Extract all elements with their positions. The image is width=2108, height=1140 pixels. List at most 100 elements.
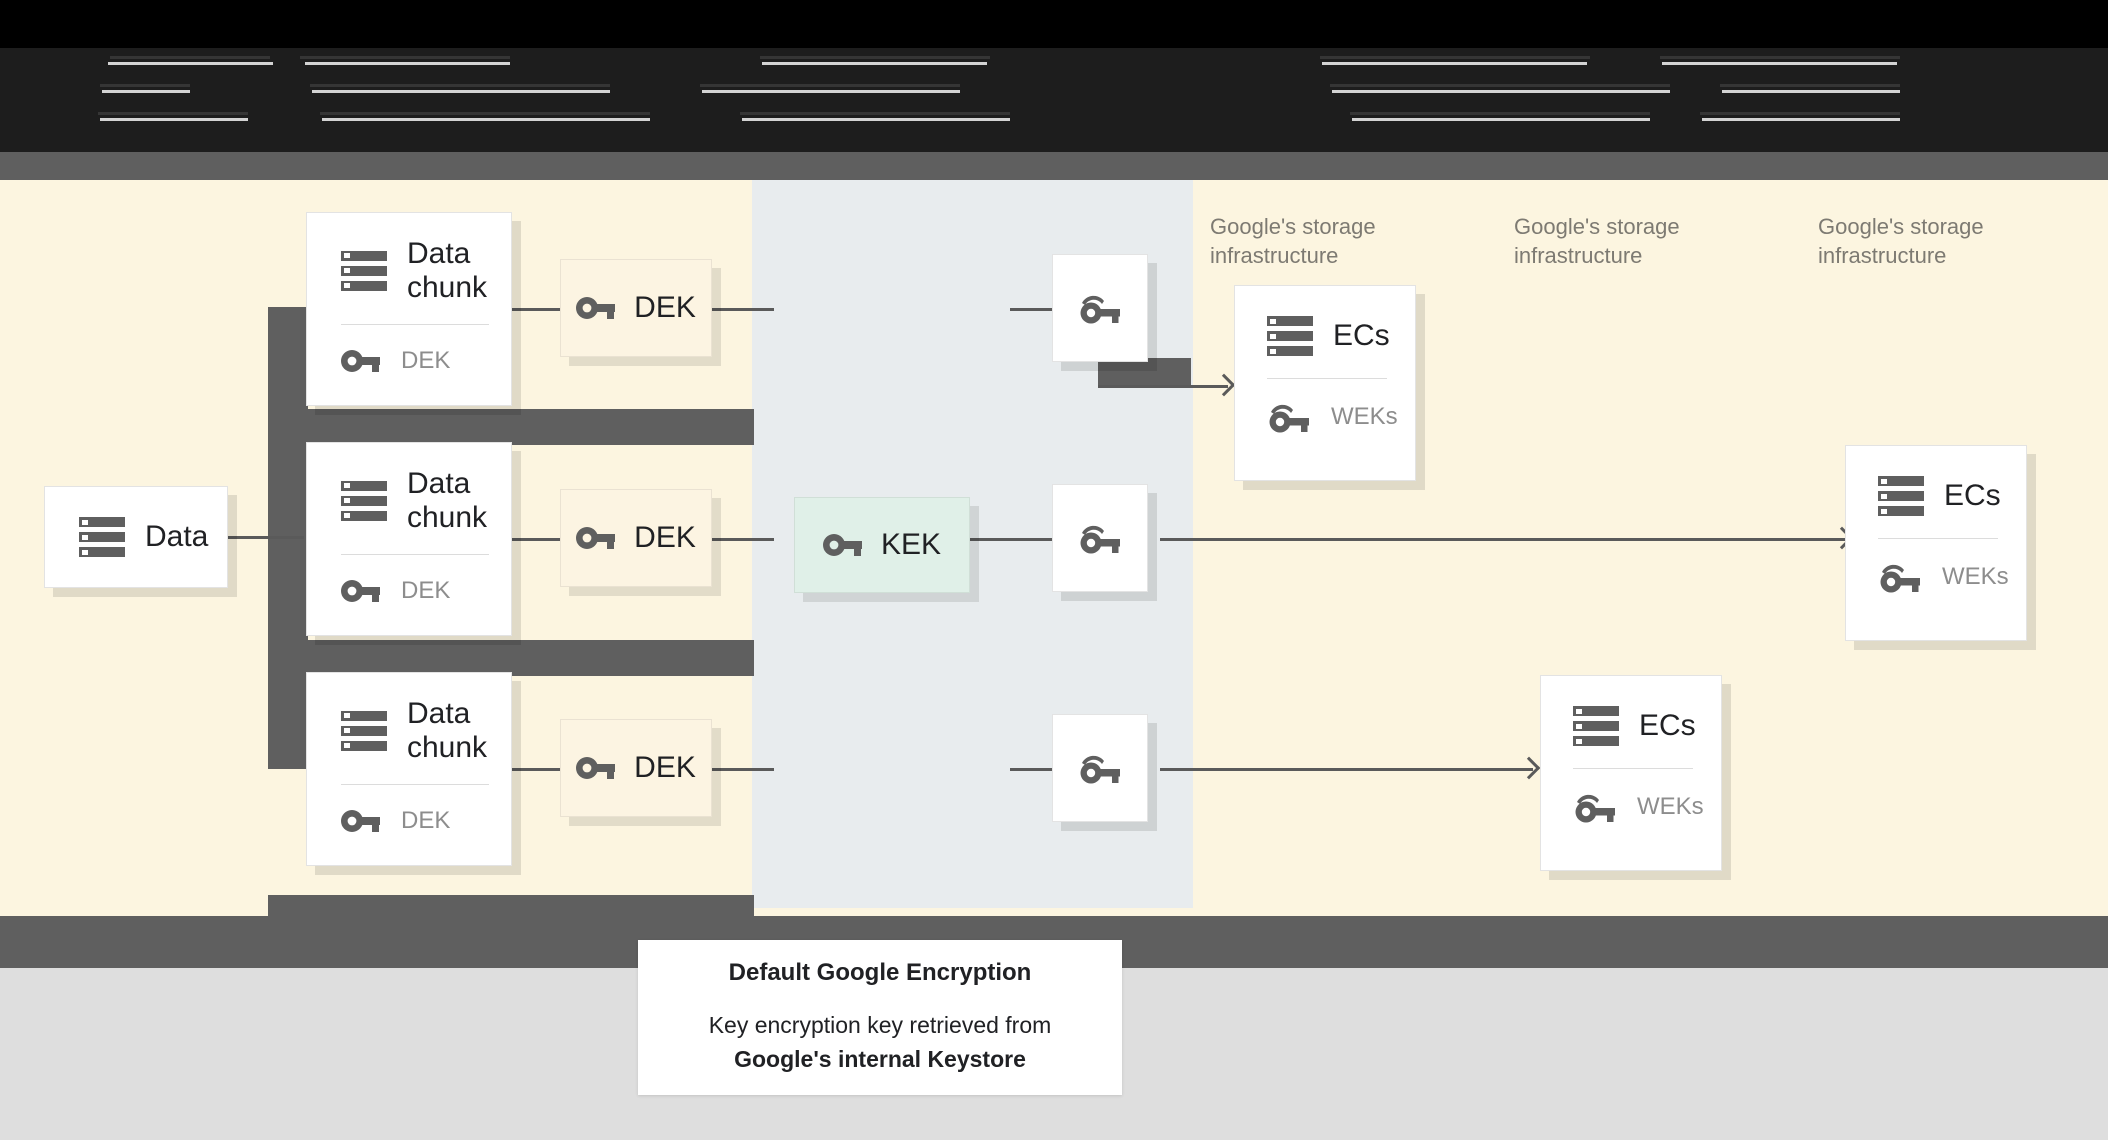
occlusion-block — [1098, 358, 1191, 388]
fanout-bracket-arm-3 — [268, 895, 754, 917]
corrupted-text-fragment — [300, 56, 510, 59]
card-divider — [341, 784, 489, 786]
card-divider — [341, 554, 489, 556]
caption-title: Default Google Encryption — [728, 959, 1032, 987]
key-icon — [341, 808, 381, 834]
ecs-card-3[interactable]: ECs WEKs — [1540, 675, 1722, 871]
ecs-title-2: ECs — [1944, 479, 2001, 513]
wek-card-3[interactable] — [1052, 714, 1148, 822]
corrupted-text-fragment — [1350, 112, 1650, 115]
key-icon — [341, 348, 381, 374]
corrupted-text-fragment — [1660, 56, 1900, 59]
dek-box-1[interactable]: DEK — [560, 259, 712, 357]
corrupted-text-fragment — [108, 62, 273, 65]
data-card-label: Data — [145, 520, 209, 554]
corrupted-header-band — [0, 48, 2108, 152]
wek-card-2[interactable] — [1052, 484, 1148, 592]
caption-card: Default Google Encryption Key encryption… — [638, 940, 1122, 1095]
data-card[interactable]: Data — [44, 486, 228, 588]
corrupted-text-fragment — [320, 112, 650, 115]
key-icon — [822, 532, 863, 558]
ecs-title-1: ECs — [1333, 319, 1390, 353]
chunk-key-label-3: DEK — [401, 807, 451, 835]
double-key-icon — [1878, 561, 1922, 593]
double-key-icon — [1078, 292, 1122, 324]
card-divider — [1573, 768, 1693, 769]
corrupted-text-fragment — [1330, 84, 1670, 87]
chunk-key-label-2: DEK — [401, 577, 451, 605]
server-icon — [79, 517, 125, 557]
key-icon — [576, 525, 616, 551]
kek-box[interactable]: KEK — [794, 497, 970, 593]
corrupted-text-fragment — [98, 112, 248, 115]
wire-kek-to-wek2 — [968, 538, 1052, 541]
card-divider — [1878, 538, 1998, 539]
ecs-card-2[interactable]: ECs WEKs — [1845, 445, 2027, 641]
corrupted-text-fragment — [1332, 90, 1670, 93]
ecs-title-3: ECs — [1639, 709, 1696, 743]
key-icon — [341, 578, 381, 604]
corrupted-text-fragment — [742, 118, 1010, 121]
corrupted-text-fragment — [1702, 118, 1900, 121]
dek-label-2: DEK — [634, 521, 696, 554]
double-key-icon — [1078, 522, 1122, 554]
key-icon — [576, 295, 616, 321]
wire-dek1-to-kek — [712, 308, 774, 311]
wire-wek3-to-ec3 — [1160, 768, 1533, 771]
wire-dek3-to-kek — [712, 768, 774, 771]
ecs-key-label-2: WEKs — [1942, 563, 2009, 590]
server-icon — [1267, 316, 1313, 356]
double-key-icon — [1573, 791, 1617, 823]
wire-data-to-bracket — [228, 536, 304, 539]
server-icon — [1878, 476, 1924, 516]
corrupted-text-fragment — [312, 90, 610, 93]
fanout-bracket-arm-2 — [268, 640, 754, 676]
ecs-key-label-1: WEKs — [1331, 403, 1398, 430]
wire-wek2-to-ec2 — [1160, 538, 1846, 541]
corrupted-text-fragment — [1720, 84, 1900, 87]
corrupted-text-fragment — [1700, 112, 1900, 115]
top-black-band — [0, 0, 2108, 48]
corrupted-text-fragment — [1320, 56, 1590, 59]
wire-to-wek1 — [1010, 308, 1052, 311]
corrupted-text-fragment — [110, 56, 270, 59]
ecs-key-label-3: WEKs — [1637, 793, 1704, 820]
key-icon — [576, 755, 616, 781]
dek-box-3[interactable]: DEK — [560, 719, 712, 817]
server-icon — [341, 250, 387, 291]
corrupted-text-fragment — [100, 118, 248, 121]
chunk-key-label-1: DEK — [401, 347, 451, 375]
dek-box-2[interactable]: DEK — [560, 489, 712, 587]
wek-card-1[interactable] — [1052, 254, 1148, 362]
dek-label-3: DEK — [634, 751, 696, 784]
corrupted-text-fragment — [700, 84, 960, 87]
server-icon — [341, 710, 387, 751]
ecs-card-1[interactable]: ECs WEKs — [1234, 285, 1416, 481]
wire-chunk2-to-dek2 — [512, 538, 560, 541]
upper-gray-divider — [0, 152, 2108, 180]
corrupted-text-fragment — [740, 112, 1010, 115]
double-key-icon — [1267, 401, 1311, 433]
corrupted-text-fragment — [102, 90, 190, 93]
corrupted-text-fragment — [100, 84, 190, 87]
wire-chunk3-to-dek3 — [512, 768, 560, 771]
corrupted-text-fragment — [702, 90, 960, 93]
card-divider — [1267, 378, 1387, 379]
double-key-icon — [1078, 752, 1122, 784]
wire-dek2-to-kek — [712, 538, 774, 541]
wire-wek1-to-ec1 — [1098, 385, 1228, 388]
server-icon — [1573, 706, 1619, 746]
card-divider — [341, 324, 489, 326]
corrupted-text-fragment — [310, 84, 610, 87]
corrupted-text-fragment — [1322, 62, 1587, 65]
